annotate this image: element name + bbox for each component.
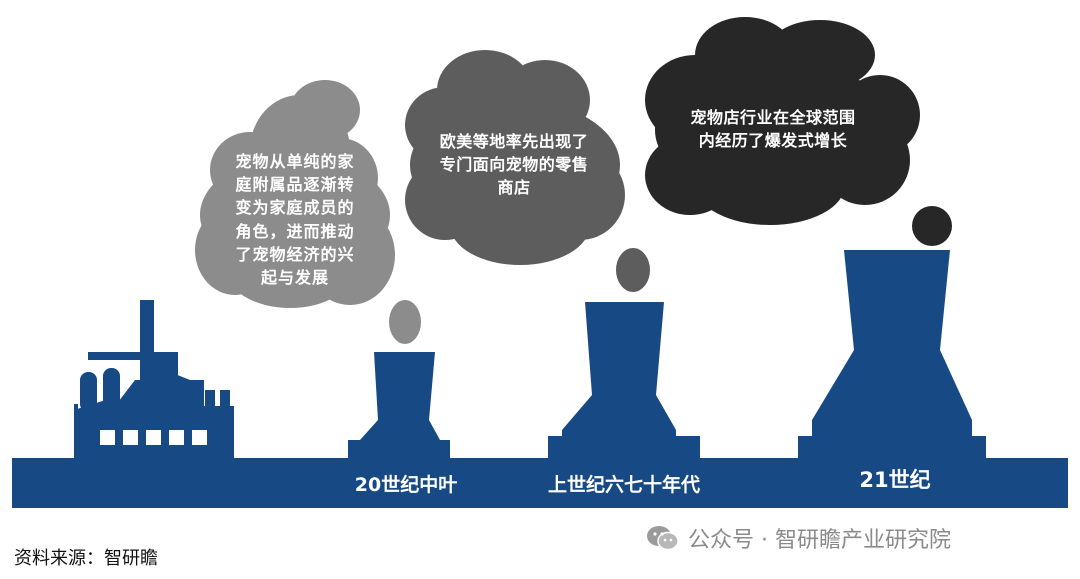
- cloud-text-line: 欧美等地率先出现了: [439, 132, 589, 151]
- ground-strip: [12, 458, 1068, 508]
- cloud-text-line: 变为家庭成员的: [235, 198, 355, 218]
- cloud-text-line: 起与发展: [260, 267, 329, 287]
- tower-20th-mid-century: [348, 352, 450, 458]
- tower-21st-century: [798, 250, 986, 458]
- era-label-1960s-70s: 上世纪六七十年代: [547, 474, 700, 496]
- watermark: 公众号 · 智研瞻产业研究院: [646, 522, 951, 554]
- cloud-text-line: 了宠物经济的兴: [235, 244, 355, 264]
- era-label-20th-mid: 20世纪中叶: [354, 474, 458, 496]
- smoke-puff-large: [912, 206, 952, 246]
- era-label-21st: 21世纪: [859, 468, 931, 492]
- cloud-text-line: 宠物从单纯的家: [235, 152, 355, 171]
- factory-windows: [100, 430, 207, 445]
- source-note: 资料来源：智研瞻: [14, 548, 158, 569]
- watermark-text: 公众号 · 智研瞻产业研究院: [688, 528, 951, 553]
- cloud-text-line: 内经历了爆发式增长: [698, 131, 848, 151]
- smoke-puff-medium: [616, 248, 650, 292]
- cloud-text-line: 庭附属品逐渐转: [235, 175, 355, 195]
- cloud-light-text: 宠物从单纯的家 庭附属品逐渐转 变为家庭成员的 角色，进而推动 了宠物经济的兴 …: [213, 150, 377, 289]
- tower-1960s-70s: [548, 302, 700, 458]
- cloud-dark-text: 宠物店行业在全球范围 内经历了爆发式增长: [668, 106, 878, 152]
- cloud-text-line: 宠物店行业在全球范围: [690, 108, 856, 127]
- cloud-medium-text: 欧美等地率先出现了 专门面向宠物的零售 商店: [418, 130, 610, 200]
- cloud-medium: [405, 50, 625, 265]
- cloud-dark: [645, 17, 920, 225]
- smoke-puff-small: [389, 300, 421, 344]
- cloud-text-line: 角色，进而推动: [235, 221, 355, 241]
- cloud-light: [195, 80, 395, 308]
- wechat-icon: [647, 526, 679, 551]
- cloud-text-line: 商店: [497, 178, 531, 198]
- cloud-text-line: 专门面向宠物的零售: [439, 155, 589, 175]
